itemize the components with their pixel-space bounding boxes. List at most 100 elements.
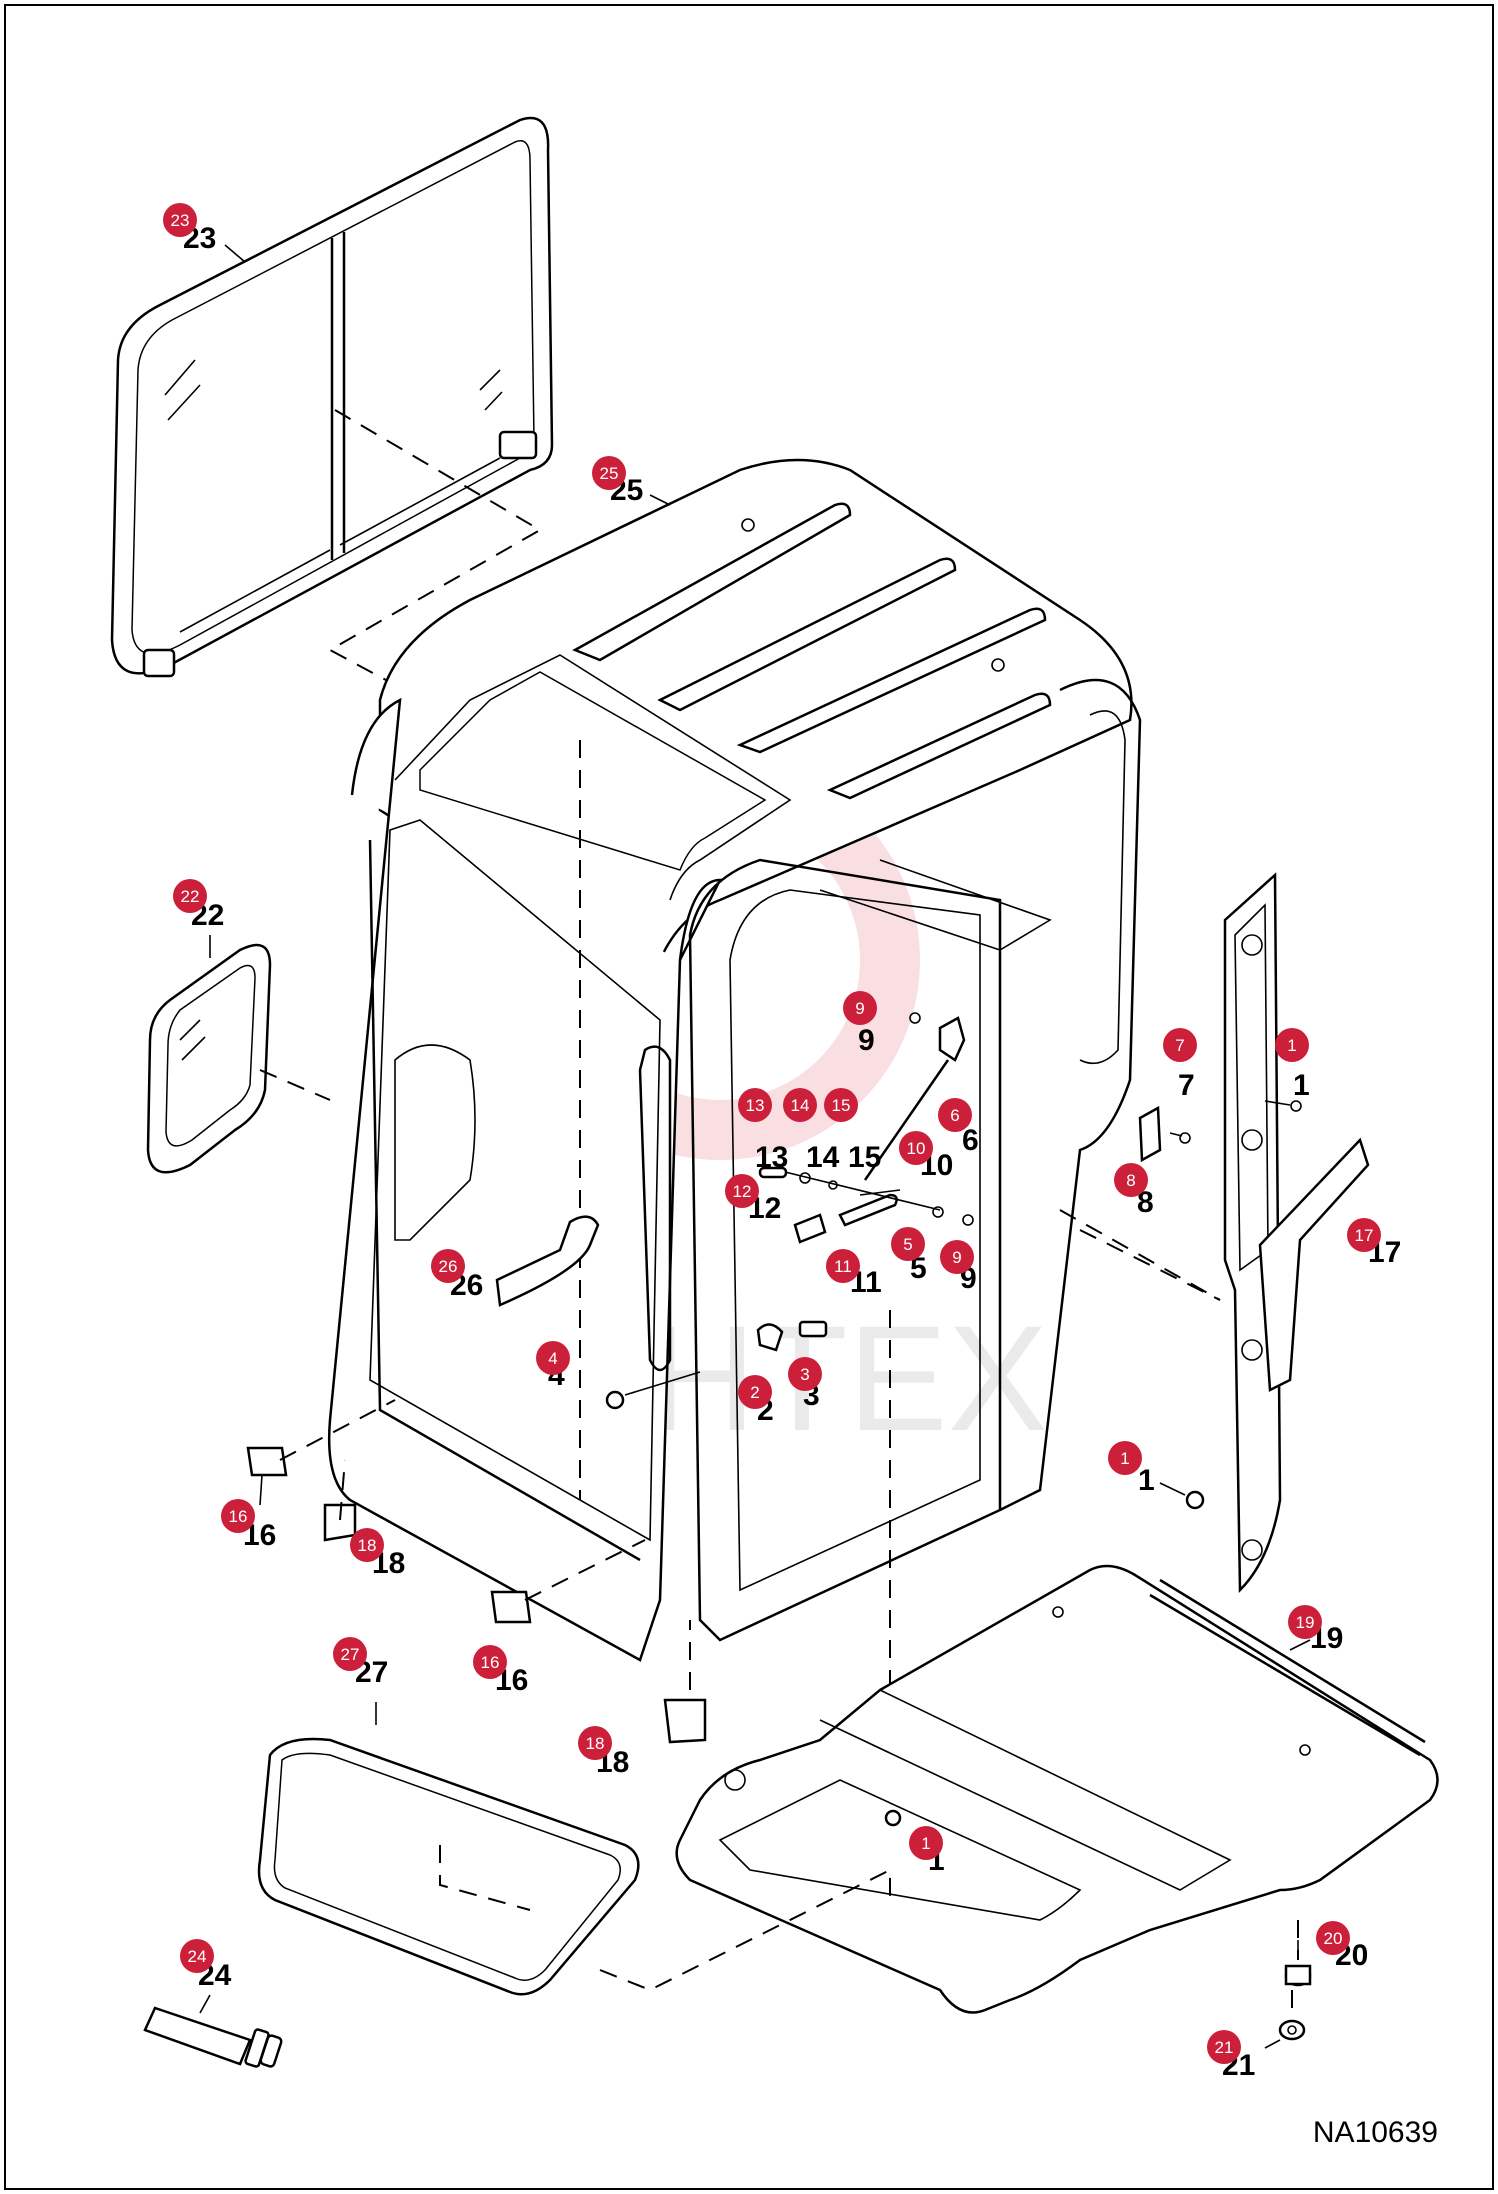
callout-1c: 11 <box>909 1826 945 1877</box>
svg-text:1: 1 <box>1120 1449 1129 1468</box>
callout-badge: 2 <box>738 1375 772 1409</box>
callout-9b: 99 <box>940 1240 977 1295</box>
svg-text:12: 12 <box>733 1182 752 1201</box>
callout-label: 9 <box>858 1024 875 1057</box>
svg-text:20: 20 <box>1324 1929 1343 1948</box>
svg-text:25: 25 <box>600 464 619 483</box>
callout-badge: 5 <box>891 1227 925 1261</box>
callout-badge: 23 <box>163 203 197 237</box>
svg-text:1: 1 <box>921 1834 930 1853</box>
callout-badge: 13 <box>738 1088 772 1122</box>
callout-badge: 10 <box>899 1131 933 1165</box>
callout-label: 14 <box>806 1141 840 1174</box>
callout-badge: 18 <box>578 1726 612 1760</box>
callout-badge: 9 <box>940 1240 974 1274</box>
pads <box>246 1215 707 1744</box>
callout-badge: 3 <box>788 1357 822 1391</box>
svg-text:13: 13 <box>746 1096 765 1115</box>
callout-badge: 20 <box>1316 1921 1350 1955</box>
adhesive-tube <box>143 2006 283 2068</box>
callout-7: 77 <box>1163 1028 1197 1102</box>
svg-text:24: 24 <box>188 1947 207 1966</box>
drawing-code: NA10639 <box>1312 2116 1438 2149</box>
callout-5: 55 <box>891 1227 927 1285</box>
svg-text:2: 2 <box>750 1383 759 1402</box>
callout-label: 8 <box>1137 1186 1154 1219</box>
svg-text:19: 19 <box>1296 1613 1315 1632</box>
leader-side-window <box>259 1069 331 1101</box>
cab-frame <box>327 458 1142 1662</box>
svg-text:16: 16 <box>229 1507 248 1526</box>
trim-panel <box>1223 872 1370 1593</box>
svg-text:6: 6 <box>950 1106 959 1125</box>
callout-leaders <box>199 244 1311 2049</box>
callout-badge: 27 <box>333 1637 367 1671</box>
callout-badge: 16 <box>221 1499 255 1533</box>
callout-badge: 19 <box>1288 1605 1322 1639</box>
callout-1b: 11 <box>1108 1441 1155 1497</box>
callout-badge: 18 <box>350 1528 384 1562</box>
side-window <box>146 943 272 1174</box>
callout-label: 7 <box>1178 1069 1195 1102</box>
clip-parts <box>1138 1100 1302 1510</box>
callout-badge: 4 <box>536 1341 570 1375</box>
svg-text:11: 11 <box>834 1257 852 1276</box>
svg-text:1: 1 <box>1287 1036 1296 1055</box>
callout-label: 5 <box>910 1252 927 1285</box>
svg-text:21: 21 <box>1215 2038 1234 2057</box>
svg-text:9: 9 <box>855 999 864 1018</box>
striker-assembly <box>605 1320 828 1410</box>
svg-text:16: 16 <box>481 1653 500 1672</box>
svg-text:3: 3 <box>800 1365 809 1384</box>
callout-badge: 22 <box>173 879 207 913</box>
svg-text:23: 23 <box>171 211 190 230</box>
callout-14: 14 14 <box>783 1088 840 1174</box>
callout-badge: 7 <box>1163 1028 1197 1062</box>
svg-text:7: 7 <box>1175 1036 1184 1055</box>
callout-label: 1 <box>1293 1069 1310 1102</box>
callout-1: 11 <box>1275 1028 1310 1102</box>
callout-label: 1 <box>1138 1464 1155 1497</box>
callout-badge: 26 <box>431 1249 465 1283</box>
svg-text:8: 8 <box>1126 1171 1135 1190</box>
floor-mat <box>675 1564 1439 2014</box>
leader-door-glass <box>439 1845 891 1992</box>
latch-assembly <box>758 1012 974 1244</box>
callout-badge: 6 <box>938 1098 972 1132</box>
callout-4: 44 <box>536 1341 570 1392</box>
svg-text:27: 27 <box>341 1645 360 1664</box>
callout-badge: 14 <box>783 1088 817 1122</box>
callout-badge: 16 <box>473 1645 507 1679</box>
drawing-frame <box>4 4 1494 2190</box>
svg-text:14: 14 <box>791 1096 810 1115</box>
callout-badge: 15 <box>824 1088 858 1122</box>
callout-badge: 8 <box>1114 1163 1148 1197</box>
svg-text:9: 9 <box>952 1248 961 1267</box>
callout-badge: 25 <box>592 456 626 490</box>
svg-text:4: 4 <box>548 1349 557 1368</box>
door-glass <box>257 1737 640 1996</box>
callout-badge: 1 <box>1275 1028 1309 1062</box>
svg-text:22: 22 <box>181 887 200 906</box>
callout-badge: 1 <box>909 1826 943 1860</box>
svg-text:15: 15 <box>832 1096 851 1115</box>
leader-trim <box>1079 1229 1221 1301</box>
sliding-window <box>110 116 554 678</box>
mounts <box>1278 1964 1312 2041</box>
svg-text:17: 17 <box>1355 1226 1374 1245</box>
svg-text:18: 18 <box>358 1536 377 1555</box>
callout-2: 22 <box>738 1375 774 1427</box>
callout-label: 6 <box>962 1124 979 1157</box>
